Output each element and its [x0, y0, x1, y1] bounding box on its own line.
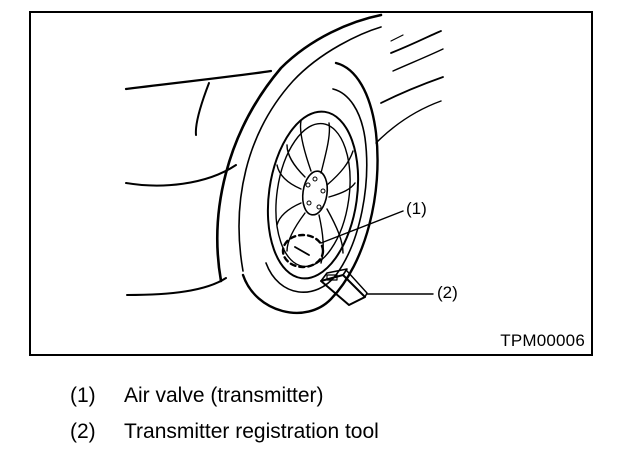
body-line-lower [125, 164, 237, 187]
fender-arch-inner [238, 26, 382, 272]
callout-1: (1) [406, 199, 427, 218]
wheel-spoke [326, 150, 356, 198]
wheel-spoke [318, 208, 344, 264]
legend-number: (1) [70, 384, 96, 407]
lug-nut [316, 204, 322, 210]
wheel-spoke [276, 202, 306, 252]
body-line-right-4 [375, 100, 442, 144]
legend-text: Transmitter registration tool [124, 420, 379, 443]
tire-outer [241, 61, 379, 314]
body-line-upper [124, 69, 273, 91]
tool-top-edge [320, 268, 348, 282]
wheel-spoke [299, 120, 331, 174]
rim-outer [266, 110, 360, 280]
bumper-line [126, 277, 227, 296]
tool-side-edge [346, 270, 368, 298]
lug-nut [305, 182, 311, 188]
lug-nut [320, 188, 326, 194]
wheel-hub [301, 170, 329, 216]
legend-text: Air valve (transmitter) [124, 384, 324, 407]
figure-frame: (1) (2) TPM00006 [29, 11, 593, 356]
tool-display [326, 274, 338, 281]
fender-arch-outer [216, 13, 383, 283]
wheel-illustration [124, 13, 444, 314]
rim-inner [275, 122, 351, 268]
lug-nut [306, 200, 312, 206]
body-line-right-3 [380, 76, 444, 104]
air-valve-transmitter [281, 233, 325, 269]
wheel-spoke [276, 144, 306, 190]
legend-number: (2) [70, 420, 96, 443]
body-line-right-5 [390, 34, 404, 42]
callout-2: (2) [437, 283, 458, 302]
valve-stem [294, 246, 310, 256]
lug-nut [312, 176, 318, 182]
body-crease [194, 82, 210, 136]
figure-code: TPM00006 [500, 331, 585, 350]
body-line-right-2 [392, 48, 444, 72]
tire-sidewall [265, 88, 368, 293]
leader-line-1 [320, 210, 404, 244]
body-line-right-1 [390, 30, 442, 54]
